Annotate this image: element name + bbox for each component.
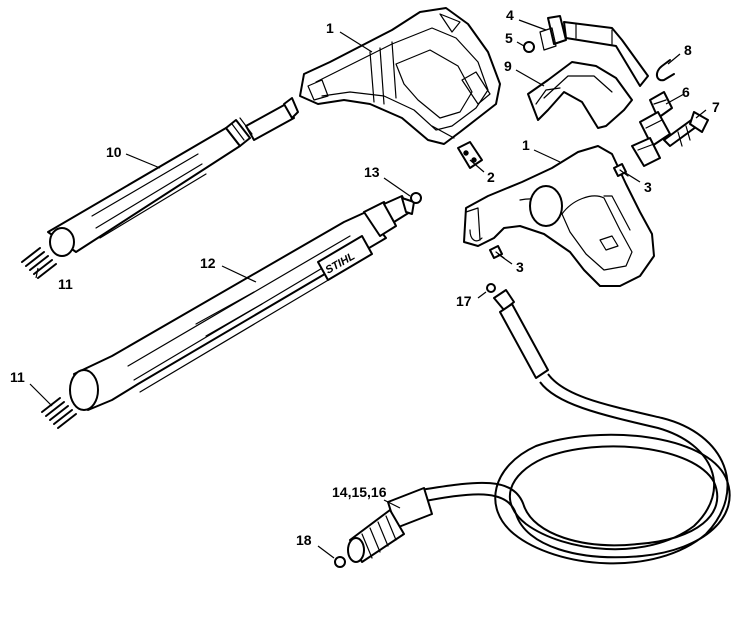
- callout-11-upper: 11: [58, 276, 73, 292]
- part-11-spring-lower: [41, 397, 77, 429]
- callout-6: 6: [682, 84, 690, 100]
- callout-labels: 1 1 2 3 3 4 5 6 7 8 9 10 11 11 12 13 14,…: [10, 7, 720, 548]
- callout-18: 18: [296, 532, 312, 548]
- part-11-spring-upper: [21, 247, 57, 279]
- part-4-trigger-lever: [539, 15, 649, 87]
- callout-9: 9: [504, 58, 512, 74]
- part-5-o-ring: [523, 41, 535, 53]
- part-1-lower-handle-half: [463, 145, 655, 287]
- part-12-lance-extension: STIHL: [69, 195, 415, 411]
- part-13-o-ring: [410, 192, 422, 204]
- callout-3-lower: 3: [516, 259, 524, 275]
- part-1-upper-handle-half: [299, 7, 501, 145]
- part-14-15-16-hose-assembly: [347, 289, 731, 565]
- callout-1-lower: 1: [522, 137, 530, 153]
- part-18-o-ring: [334, 556, 346, 568]
- callout-11-lower: 11: [10, 369, 25, 385]
- callout-1-upper: 1: [326, 20, 334, 36]
- callout-2: 2: [487, 169, 495, 185]
- callout-17: 17: [456, 293, 472, 309]
- callout-13: 13: [364, 164, 380, 180]
- callout-12: 12: [200, 255, 216, 271]
- part-3-screw-upper: [613, 163, 629, 177]
- part-6-valve-fitting: [631, 91, 673, 167]
- part-2-retaining-plate: [457, 141, 483, 169]
- callout-5: 5: [505, 30, 513, 46]
- callout-14-15-16: 14,15,16: [332, 484, 387, 500]
- leader-lines: [29, 19, 707, 559]
- callout-3-upper: 3: [644, 179, 652, 195]
- part-8-clip: [656, 59, 675, 82]
- part-17-o-ring: [486, 283, 496, 293]
- callout-7: 7: [712, 99, 720, 115]
- callout-10: 10: [106, 144, 122, 160]
- part-10-spray-lance: [47, 97, 299, 257]
- callout-4: 4: [506, 7, 514, 23]
- part-7-locking-pin: [663, 111, 709, 147]
- callout-8: 8: [684, 42, 692, 58]
- part-9-trigger-cover: [527, 61, 633, 129]
